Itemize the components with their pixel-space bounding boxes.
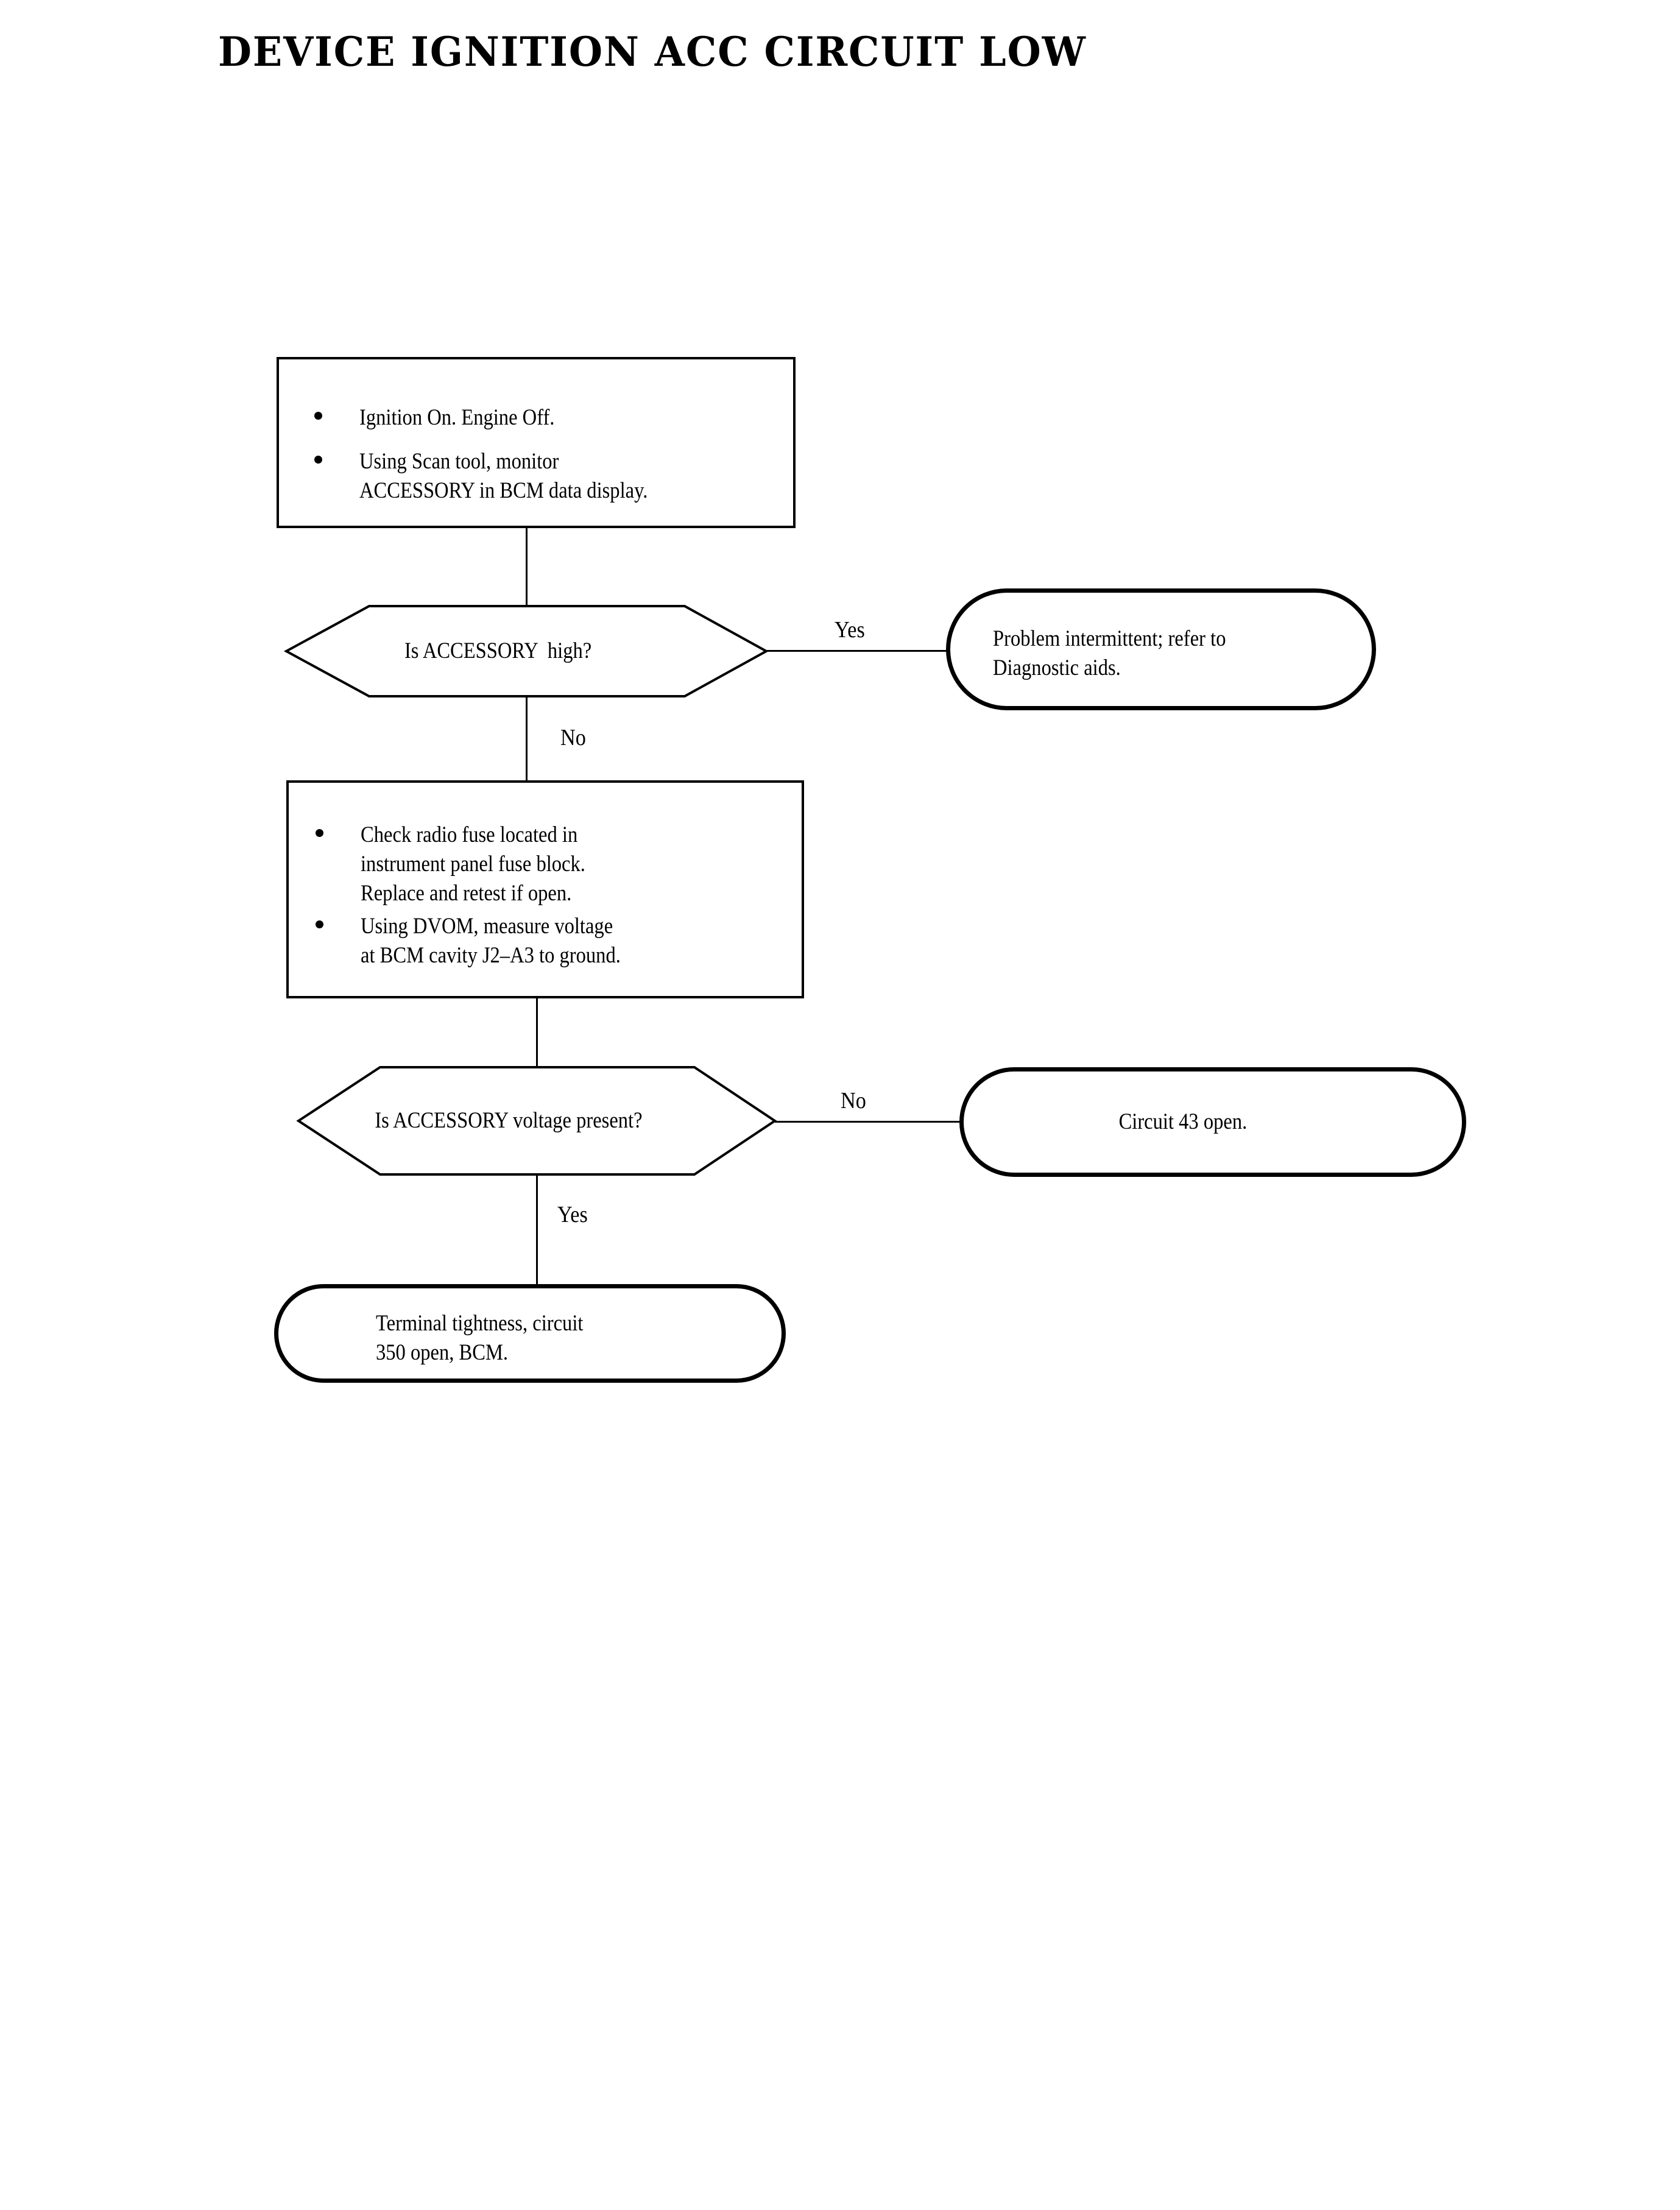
edge-label-yes-decision2: Yes <box>557 1202 588 1227</box>
list-item-label: Using Scan tool, monitor ACCESSORY in BC… <box>359 449 648 504</box>
list-item-label: Using DVOM, measure voltage at BCM cavit… <box>361 914 621 969</box>
connector-decision1-yes <box>766 650 949 652</box>
terminal-problem-intermittent: Problem intermittent; refer to Diagnosti… <box>946 588 1376 710</box>
process-box-step-2: Check radio fuse located in instrument p… <box>286 780 804 998</box>
list-item-label: Check radio fuse located in instrument p… <box>361 822 585 906</box>
terminal-label: Problem intermittent; refer to Diagnosti… <box>993 626 1226 681</box>
page-title: DEVICE IGNITION ACC CIRCUIT LOW <box>218 28 1087 76</box>
decision-accessory-voltage-present: Is ACCESSORY voltage present? <box>296 1066 777 1176</box>
terminal-label: Terminal tightness, circuit 350 open, BC… <box>376 1311 584 1366</box>
bullet-dot-icon <box>316 920 323 928</box>
terminal-terminal-tightness: Terminal tightness, circuit 350 open, BC… <box>274 1284 786 1383</box>
decision-accessory-high: Is ACCESSORY high? <box>283 605 769 697</box>
terminal-label: Circuit 43 open. <box>1118 1109 1248 1134</box>
process-box-step-1: Ignition On. Engine Off. Using Scan tool… <box>277 357 796 528</box>
connector-step1-to-decision1 <box>526 528 528 607</box>
connector-decision1-no <box>526 697 528 782</box>
list-item-label: Ignition On. Engine Off. <box>359 405 555 430</box>
bullet-dot-icon <box>316 829 323 837</box>
edge-label-no-decision1: No <box>560 725 586 750</box>
connector-step2-to-decision2 <box>536 998 538 1067</box>
bullet-dot-icon <box>314 412 322 420</box>
terminal-circuit-43-open: Circuit 43 open. <box>959 1067 1466 1177</box>
decision-label: Is ACCESSORY voltage present? <box>375 1107 643 1133</box>
connector-decision2-yes <box>536 1176 538 1285</box>
edge-label-no-decision2: No <box>841 1088 866 1114</box>
decision-label: Is ACCESSORY high? <box>404 638 592 663</box>
bullet-dot-icon <box>314 456 322 464</box>
connector-decision2-no <box>775 1121 964 1123</box>
edge-label-yes-decision1: Yes <box>835 617 865 643</box>
